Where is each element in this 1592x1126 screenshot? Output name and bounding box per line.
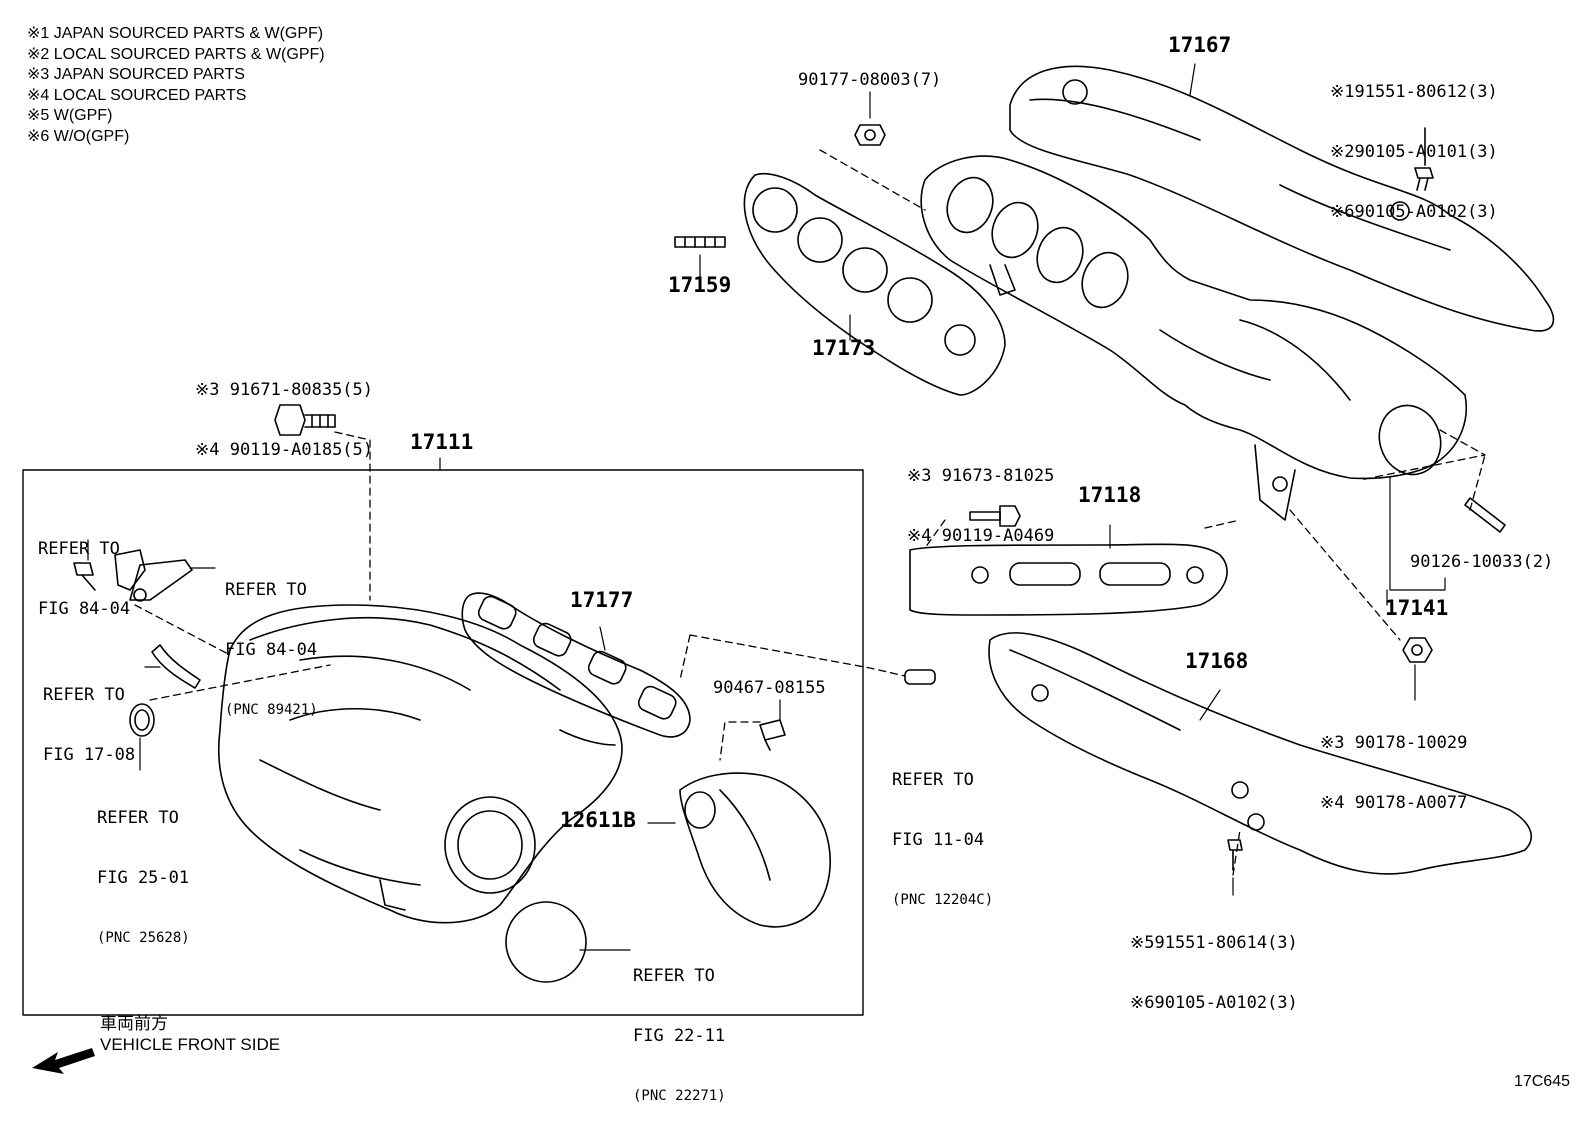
- part-label-17141[interactable]: 17141: [1385, 596, 1449, 620]
- nut-90178: [1402, 637, 1433, 663]
- callout-bolt-heat-upper[interactable]: ※191551-80612(3) ※290105-A0101(3) ※69010…: [1330, 82, 1498, 222]
- clamp: [129, 703, 155, 737]
- front-side-japanese: 車両前方: [100, 1014, 168, 1033]
- callout-bolt-intake[interactable]: ※3 91671-80835(5) ※4 90119-A0185(5): [195, 380, 374, 460]
- refer-fig-17-08[interactable]: REFER TO FIG 17-08: [43, 685, 136, 765]
- upper-heat-insulator-17167: [1009, 65, 1555, 332]
- callout-clip-90467[interactable]: 90467-08155: [713, 678, 826, 698]
- exhaust-manifold-17141: [920, 155, 1467, 521]
- legend-item: ※3 JAPAN SOURCED PARTS: [27, 66, 245, 83]
- front-side-english: VEHICLE FRONT SIDE: [100, 1035, 281, 1054]
- bracket-17118: [909, 543, 1228, 616]
- applicability-legend: ※1 JAPAN SOURCED PARTS & W(GPF) ※2 LOCAL…: [27, 24, 325, 147]
- bracket-bolt: [969, 505, 1021, 527]
- clip-90467: [759, 719, 786, 751]
- legend-item: ※5 W(GPF): [27, 107, 113, 124]
- part-label-17159[interactable]: 17159: [668, 273, 732, 297]
- exhaust-gasket-17173: [743, 172, 1006, 396]
- part-label-12611B[interactable]: 12611B: [560, 808, 636, 832]
- lower-heat-insulator-17168: [988, 632, 1533, 875]
- throttle-gasket: [505, 901, 587, 983]
- map-sensor: [114, 549, 193, 602]
- intake-manifold-17111: [217, 604, 623, 924]
- knock-sensor: [904, 669, 936, 685]
- part-label-17173[interactable]: 17173: [812, 336, 876, 360]
- intake-gasket-17177: [461, 592, 691, 738]
- callout-nut-90177[interactable]: 90177-08003(7): [798, 70, 942, 90]
- legend-item: ※1 JAPAN SOURCED PARTS & W(GPF): [27, 25, 324, 42]
- part-label-17168[interactable]: 17168: [1185, 649, 1249, 673]
- part-label-17111[interactable]: 17111: [410, 430, 474, 454]
- bolt-lower: [1227, 839, 1243, 871]
- stud-90126: [1464, 497, 1506, 533]
- nut-90177: [854, 124, 886, 146]
- sensor-bolt: [73, 562, 96, 591]
- legend-item: ※2 LOCAL SOURCED PARTS & W(GPF): [27, 45, 325, 63]
- refer-fig-22-11[interactable]: REFER TO FIG 22-11 (PNC 22271): [633, 966, 726, 1104]
- bolt-upper-right: [1414, 127, 1434, 191]
- figure-id: 17C645: [1513, 1073, 1570, 1090]
- stud-17159: [674, 236, 726, 248]
- callout-nut-90178[interactable]: ※3 90178-10029 ※4 90178-A0077: [1320, 733, 1468, 813]
- legend-item: ※4 LOCAL SOURCED PARTS: [27, 86, 247, 104]
- callout-stud-90126[interactable]: 90126-10033(2): [1410, 552, 1554, 572]
- part-label-17118[interactable]: 17118: [1078, 483, 1142, 507]
- refer-fig-84-04-a[interactable]: REFER TO FIG 84-04: [38, 539, 131, 619]
- callout-bolt-bracket[interactable]: ※3 91673-81025 ※4 90119-A0469: [907, 466, 1055, 546]
- callout-bolt-heat-lower[interactable]: ※591551-80614(3) ※690105-A0102(3): [1130, 933, 1298, 1013]
- heat-insulator-12611B: [679, 772, 831, 928]
- vehicle-front-side-note: 車両前方 VEHICLE FRONT SIDE: [100, 1013, 280, 1055]
- hose: [151, 644, 201, 689]
- intake-assembly-frame: [22, 469, 864, 1016]
- refer-fig-25-01[interactable]: REFER TO FIG 25-01 (PNC 25628): [97, 808, 190, 946]
- part-label-17177[interactable]: 17177: [570, 588, 634, 612]
- intake-bolt: [274, 404, 336, 436]
- part-label-17167[interactable]: 17167: [1168, 33, 1232, 57]
- front-arrow-icon: [32, 1048, 95, 1074]
- legend-item: ※6 W/O(GPF): [27, 127, 130, 145]
- parts-diagram: [22, 63, 1555, 1074]
- refer-fig-11-04[interactable]: REFER TO FIG 11-04 (PNC 12204C): [892, 770, 994, 908]
- refer-fig-84-04-b[interactable]: REFER TO FIG 84-04 (PNC 89421): [225, 580, 318, 718]
